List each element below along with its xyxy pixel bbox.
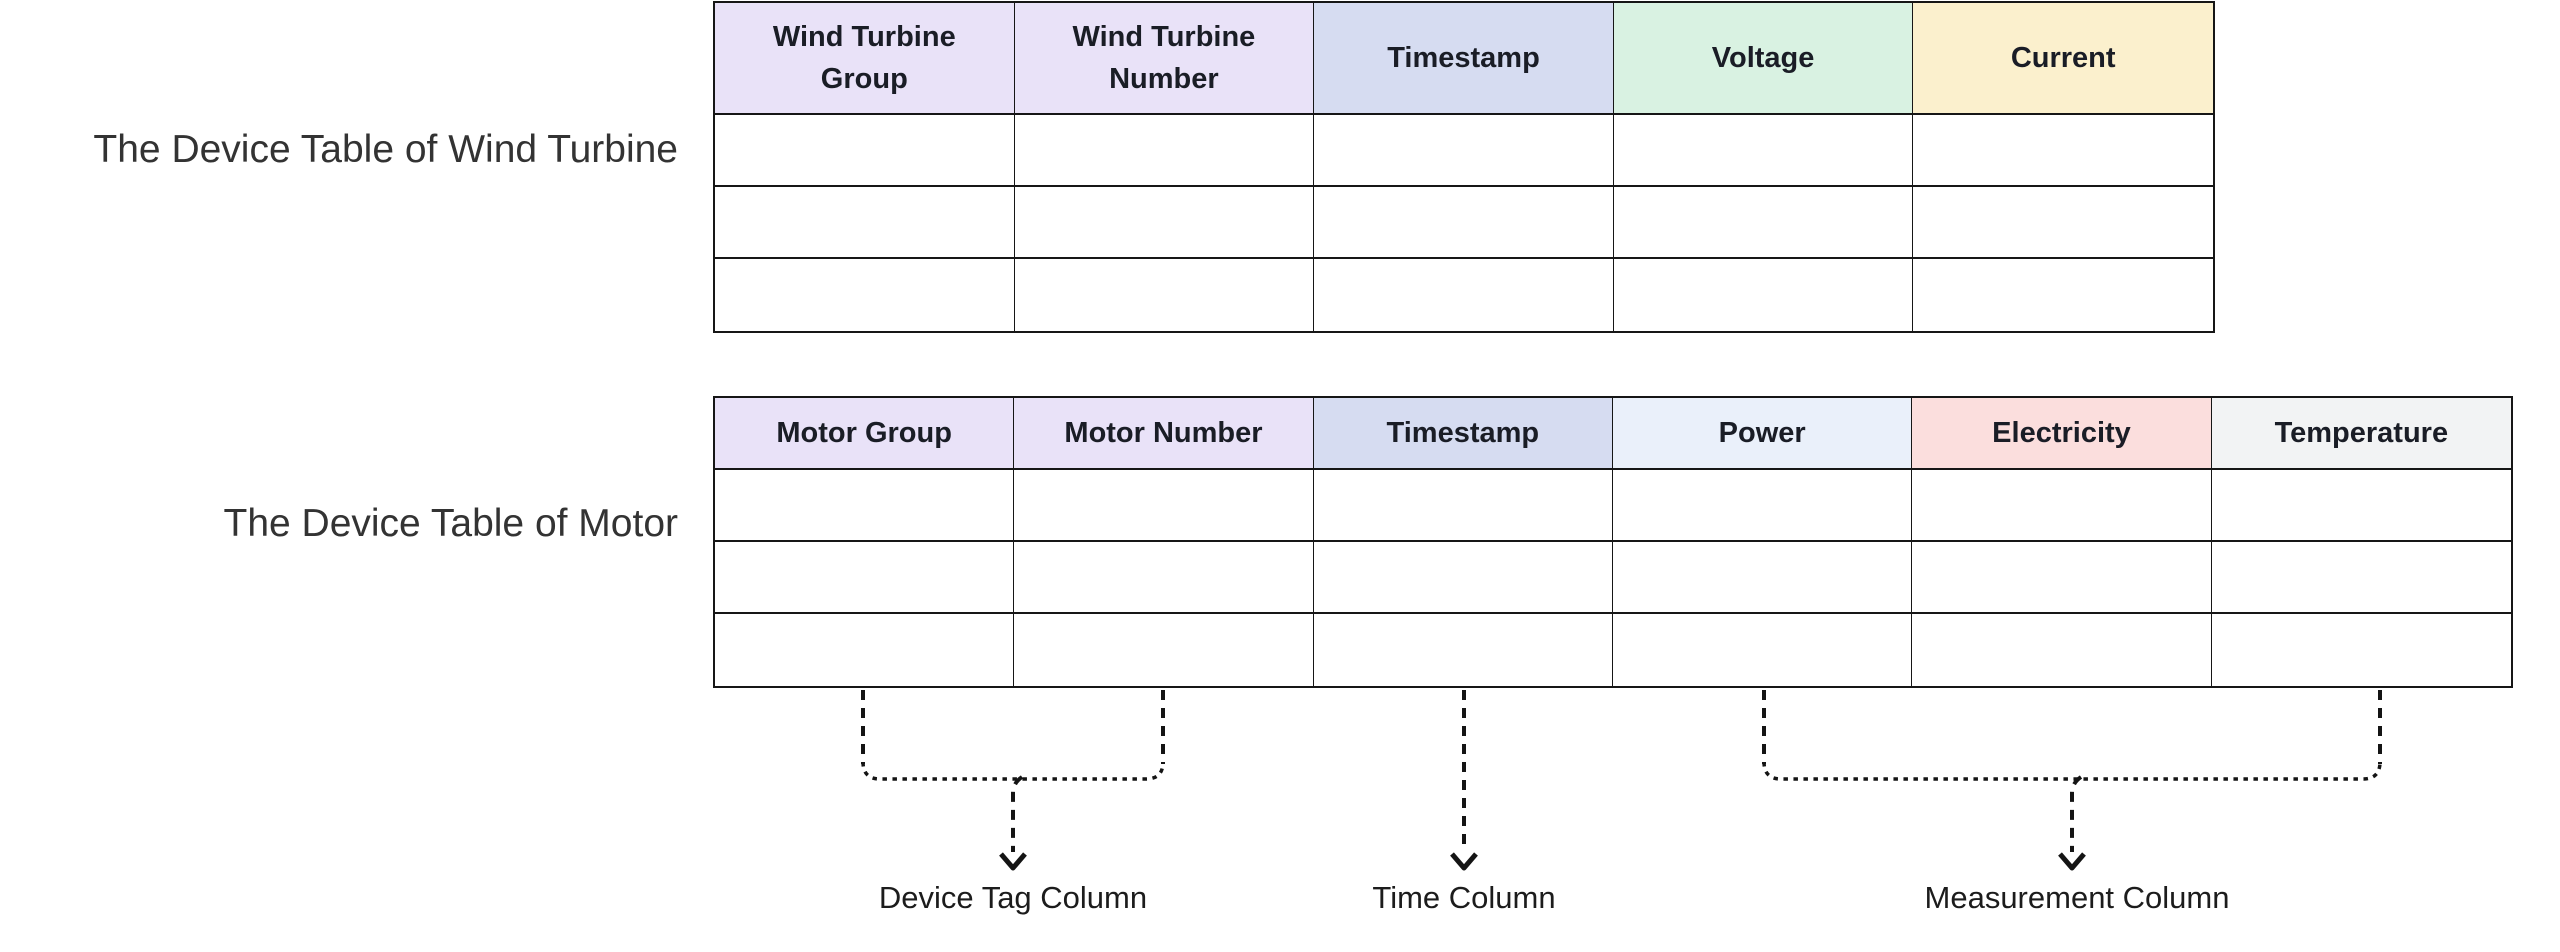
header-cell-wind-turbine-group: Wind Turbine Group [715,3,1015,115]
empty-cell [1014,259,1315,331]
down-arrow-icon [1450,852,1478,871]
empty-cell [715,542,1015,614]
empty-cell [1314,187,1614,259]
empty-cell [1014,470,1314,542]
empty-cell [715,115,1015,187]
empty-cell [1613,542,1913,614]
empty-cell [715,187,1015,259]
wind-turbine-table-title: The Device Table of Wind Turbine [93,128,678,171]
empty-cell [1913,187,2213,259]
device-tag-bracket [861,690,1165,871]
empty-cell [1313,614,1613,686]
down-arrow-icon [999,852,1027,871]
header-cell-current: Current [1913,3,2213,115]
header-cell-power: Power [1613,398,1913,470]
header-cell-timestamp: Timestamp [1313,398,1613,470]
empty-cell [2211,542,2511,614]
header-cell-electricity: Electricity [1912,398,2212,470]
motor-table-title: The Device Table of Motor [223,502,679,545]
empty-cell [1014,542,1314,614]
empty-cell [1613,187,1914,259]
time-column-label: Time Column [1372,880,1556,915]
header-cell-timestamp: Timestamp [1314,3,1614,115]
empty-cell [1912,614,2212,686]
header-cell-motor-group: Motor Group [715,398,1015,470]
empty-cell [1313,470,1613,542]
empty-cell [2211,470,2511,542]
empty-cell [1313,542,1613,614]
time-column-arrow [1450,690,1478,871]
empty-cell [1613,259,1914,331]
empty-cell [1014,187,1315,259]
device-tag-arrow [1011,775,1024,852]
empty-cell [1913,259,2213,331]
header-cell-wind-turbine-number: Wind Turbine Number [1014,3,1315,115]
empty-cell [715,614,1015,686]
empty-cell [1014,115,1315,187]
measurement-bracket [1762,690,2382,871]
empty-cell [2211,614,2511,686]
empty-cell [715,470,1015,542]
empty-cell [1613,470,1913,542]
empty-cell [1912,542,2212,614]
empty-cell [1314,115,1614,187]
empty-cell [1912,470,2212,542]
measurement-arrow [2070,775,2083,852]
header-cell-motor-number: Motor Number [1014,398,1314,470]
header-cell-temperature: Temperature [2211,398,2511,470]
down-arrow-icon [2058,852,2086,871]
measurement-column-label: Measurement Column [1924,880,2230,915]
device-tag-column-label: Device Tag Column [878,880,1148,915]
header-cell-voltage: Voltage [1613,3,1914,115]
empty-cell [715,259,1015,331]
empty-cell [1613,614,1913,686]
empty-cell [1014,614,1314,686]
empty-cell [1913,115,2213,187]
empty-cell [1314,259,1614,331]
empty-cell [1613,115,1914,187]
